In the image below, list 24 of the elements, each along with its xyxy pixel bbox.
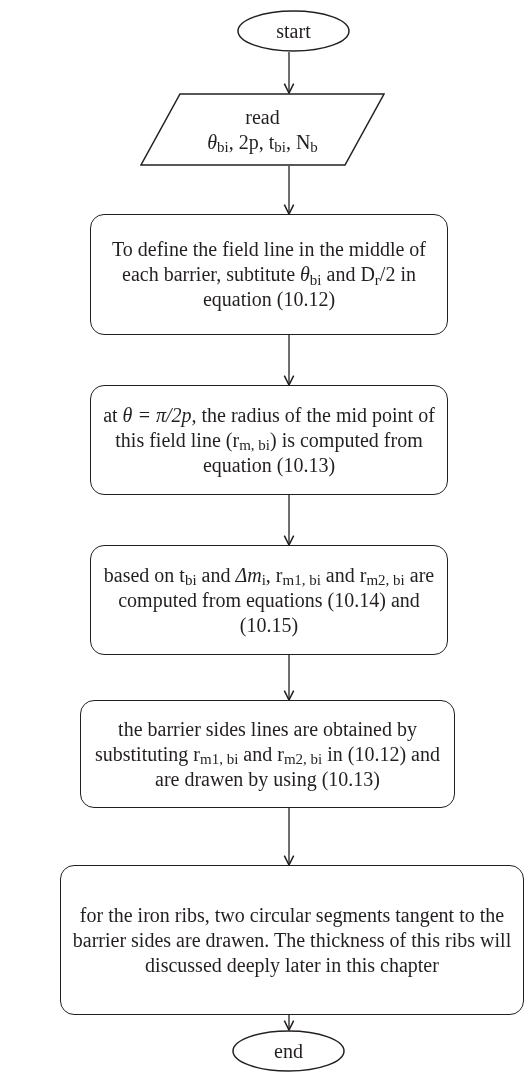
arrow — [283, 807, 295, 866]
arrow — [283, 51, 295, 94]
node-text: for the iron ribs, two circular segments tangent to the barrier sides are drawen. The thickness of this ribs will discussed deeply later in this chapter — [71, 902, 513, 978]
node-text: based on t$_{bi}$ and Δm$_{i}$, r$_{m1, bi}$ and r$_{m2, bi}$ are computed from equations (10.14) and (10.15) — [102, 562, 436, 638]
node-text: read — [245, 104, 280, 130]
process-box — [90, 545, 448, 655]
terminal-ellipse — [237, 10, 350, 52]
node-text: end — [274, 1038, 303, 1064]
arrow — [283, 654, 295, 701]
node-text: at θ = π/2p, the radius of the mid point of this field line (r$_{m, bi}$) is computed from equation (10.13) — [102, 402, 436, 478]
arrow — [283, 494, 295, 546]
process-box — [90, 214, 448, 335]
node-text: the barrier sides lines are obtained by substituting r$_{m1, bi}$ and r$_{m2, bi}$ in (10.12) and are drawen by using (10.13) — [94, 716, 441, 792]
input-parallelogram — [140, 93, 385, 166]
process-box — [80, 700, 455, 808]
arrow — [283, 1014, 295, 1031]
node-text: To define the field line in the middle of each barrier, subtitute θ$_{bi}$ and D$_{r}$/2 in equation (10.12) — [110, 237, 428, 312]
arrow — [283, 334, 295, 386]
node-text: θ$_{bi}$, 2p, t$_{bi}$, N$_{b}$ — [207, 129, 318, 155]
process-box — [90, 385, 448, 495]
arrow — [283, 165, 295, 215]
node-text: start — [276, 18, 311, 44]
terminal-ellipse — [232, 1030, 345, 1072]
process-box — [60, 865, 524, 1015]
